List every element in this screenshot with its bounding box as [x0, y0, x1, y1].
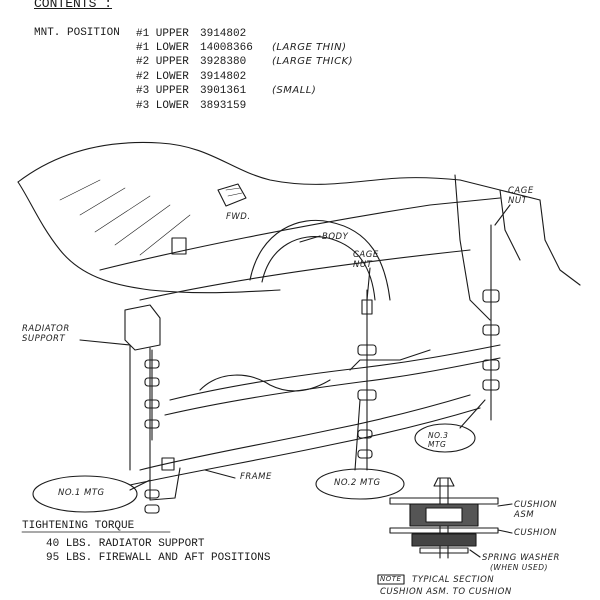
no3-mtg-label: NO.3 MTG	[428, 431, 449, 449]
body-leader	[299, 235, 321, 243]
row-position: #2 LOWER	[136, 71, 189, 83]
row-position: #1 UPPER	[136, 28, 189, 40]
row-position: #2 UPPER	[136, 56, 189, 68]
body-upper-contour	[17, 141, 461, 185]
row-note: (LARGE THICK)	[272, 56, 354, 67]
frame-kickup	[349, 349, 431, 371]
contents-heading: CONTENTS :	[34, 0, 113, 11]
body-label: BODY	[322, 232, 349, 242]
row-part: 3914802	[200, 28, 247, 40]
no1-circle	[32, 475, 138, 513]
row-note: (SMALL)	[272, 85, 317, 96]
radiator-support	[124, 304, 161, 351]
cushion-asm-label: CUSHION ASM	[514, 500, 557, 520]
frame-rail-front-lower	[129, 407, 481, 486]
mount-row: #3 UPPER 3901361 (SMALL)	[136, 84, 353, 98]
no2-circle	[315, 468, 405, 500]
mount-3-stack	[482, 224, 500, 421]
cage-nut-label-left: CAGE NUT	[353, 250, 379, 270]
mount-position-label: MNT. POSITION	[34, 27, 120, 39]
section-caption-line2: CUSHION ASM. TO CUSHION	[380, 587, 512, 597]
mount-row: #2 LOWER 3914802	[136, 69, 353, 84]
cushion-label: CUSHION	[514, 528, 557, 538]
mount-row: #1 UPPER 3914802	[136, 26, 353, 41]
row-position: #3 UPPER	[136, 85, 189, 97]
mount-table: #1 UPPER 3914802 #1 LOWER 14008366 (LARGE T…	[136, 26, 353, 113]
no3-circle	[414, 423, 476, 453]
cage-nut-leader-right	[494, 204, 511, 226]
torque-line-1: 40 LBS. RADIATOR SUPPORT	[46, 538, 205, 550]
no1-mtg-label: NO.1 MTG	[58, 488, 105, 498]
mount-row: #2 UPPER 3928380 (LARGE THICK)	[136, 55, 353, 69]
mount-row: #1 LOWER 14008366 (LARGE THIN)	[136, 41, 353, 55]
row-part: 14008366	[200, 42, 253, 54]
frame-rail-rear-lower	[164, 357, 501, 416]
fwd-arrow-hatch	[225, 187, 243, 197]
rear-quarter-line-2	[499, 189, 521, 261]
frame-rail-rear	[169, 344, 501, 401]
when-used-label: (WHEN USED)	[490, 563, 548, 572]
mount-1-stack	[144, 349, 160, 514]
no2-leader	[354, 399, 361, 471]
row-note: (LARGE THIN)	[272, 42, 347, 53]
body-front-contour	[17, 181, 151, 291]
note-tag-box	[377, 574, 405, 585]
no3-leader	[459, 399, 486, 429]
row-part: 3914802	[200, 71, 247, 83]
fwd-label: FWD.	[226, 212, 251, 222]
frame-front-end	[149, 467, 181, 501]
body-bracket	[171, 237, 187, 255]
rear-quarter-line	[454, 174, 491, 321]
row-position: #1 LOWER	[136, 42, 189, 54]
floor-line	[99, 197, 501, 271]
row-part: 3901361	[200, 85, 247, 97]
frame-front-slot	[161, 457, 175, 471]
no1-leader	[129, 479, 151, 491]
torque-line-2: 95 LBS. FIREWALL AND AFT POSITIONS	[46, 552, 271, 564]
frame-crossmember	[199, 374, 331, 392]
section-caption-line1: TYPICAL SECTION	[412, 575, 495, 585]
typical-section-detail	[389, 477, 513, 559]
cage-nut-label-right: CAGE NUT	[508, 186, 534, 206]
row-part: 3893159	[200, 100, 247, 112]
torque-heading: TIGHTENING TORQUE	[22, 520, 135, 532]
no2-mtg-label: NO.2 MTG	[334, 478, 381, 488]
frame-rail-front	[139, 394, 471, 471]
frame-label: FRAME	[240, 472, 272, 482]
radiator-support-leader	[79, 339, 131, 346]
frame-leader	[204, 469, 236, 479]
fwd-arrow	[217, 183, 247, 207]
radiator-support-label: RADIATOR SUPPORT	[22, 324, 70, 344]
rear-body-edge	[539, 199, 581, 286]
hood-hatching	[59, 179, 191, 256]
spring-washer-label: SPRING WASHER	[482, 553, 560, 563]
row-position: #3 LOWER	[136, 100, 189, 112]
note-tag: NOTE	[380, 575, 402, 583]
row-part: 3928380	[200, 56, 247, 68]
cage-nut-leader-left	[366, 267, 371, 301]
mount-row: #3 LOWER 3893159	[136, 98, 353, 113]
body-lower-sill	[149, 289, 281, 294]
floor-line-2	[139, 249, 471, 301]
